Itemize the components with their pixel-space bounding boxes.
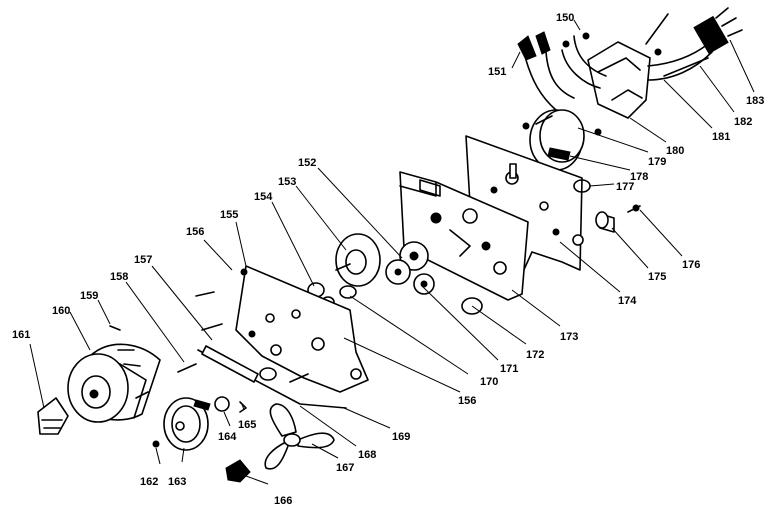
screws-left bbox=[177, 291, 309, 383]
label-171: 171 bbox=[500, 363, 518, 375]
label-175: 175 bbox=[648, 271, 666, 283]
leader-lines bbox=[29, 19, 755, 485]
wire-nuts bbox=[517, 31, 607, 111]
timer-gear-163 bbox=[163, 397, 211, 451]
label-169: 169 bbox=[392, 431, 410, 443]
label-152: 152 bbox=[298, 157, 316, 169]
label-159: 159 bbox=[80, 290, 98, 302]
power-cord-assembly bbox=[587, 7, 743, 119]
front-plate bbox=[235, 265, 369, 393]
washer-164 bbox=[214, 396, 230, 412]
bushing-175 bbox=[595, 211, 615, 233]
front-cover bbox=[67, 343, 161, 423]
fan-blade bbox=[264, 403, 335, 470]
cord-screws bbox=[645, 13, 709, 77]
label-150: 150 bbox=[556, 12, 574, 24]
label-156-lower: 156 bbox=[458, 395, 476, 407]
label-172: 172 bbox=[526, 349, 544, 361]
label-177: 177 bbox=[616, 181, 634, 193]
label-163: 163 bbox=[168, 476, 186, 488]
label-158: 158 bbox=[110, 271, 128, 283]
label-153: 153 bbox=[278, 176, 296, 188]
label-160: 160 bbox=[52, 305, 70, 317]
label-164: 164 bbox=[218, 431, 237, 443]
main-gear bbox=[335, 233, 381, 299]
label-166: 166 bbox=[274, 495, 292, 507]
label-174: 174 bbox=[618, 295, 637, 307]
label-181: 181 bbox=[712, 131, 730, 143]
knob-166 bbox=[225, 459, 251, 483]
gear-cluster bbox=[385, 241, 483, 315]
label-179: 179 bbox=[648, 156, 666, 168]
pin-162 bbox=[152, 440, 160, 448]
label-156-upper: 156 bbox=[186, 226, 204, 238]
motor bbox=[522, 109, 602, 171]
label-180: 180 bbox=[666, 145, 684, 157]
label-157: 157 bbox=[134, 254, 152, 266]
label-151: 151 bbox=[488, 66, 506, 78]
label-173: 173 bbox=[560, 331, 578, 343]
screw-176 bbox=[627, 204, 641, 213]
label-176: 176 bbox=[682, 259, 700, 271]
label-162: 162 bbox=[140, 476, 158, 488]
label-182: 182 bbox=[734, 116, 752, 128]
label-165: 165 bbox=[238, 419, 256, 431]
label-154: 154 bbox=[254, 191, 273, 203]
label-155: 155 bbox=[220, 209, 238, 221]
knob-161 bbox=[37, 397, 69, 435]
label-178: 178 bbox=[630, 171, 648, 183]
label-161: 161 bbox=[12, 329, 30, 341]
shaft-assembly bbox=[197, 345, 347, 409]
part-labels: 150 151 152 153 154 155 156 156 157 158 … bbox=[12, 12, 764, 507]
label-170: 170 bbox=[480, 376, 498, 388]
label-168: 168 bbox=[358, 449, 376, 461]
label-167: 167 bbox=[336, 462, 354, 474]
label-183: 183 bbox=[746, 95, 764, 107]
cover-screws-159 bbox=[109, 325, 149, 399]
